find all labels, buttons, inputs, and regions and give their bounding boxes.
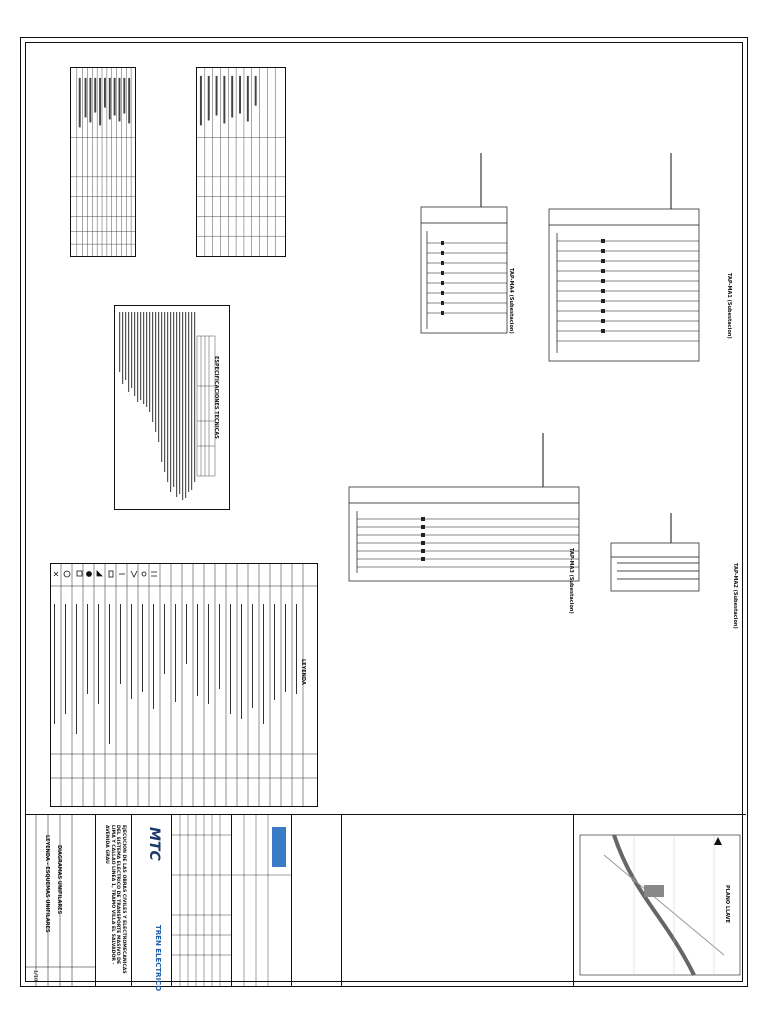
technical-specifications: ESPECIFICACIONES TECNICAS bbox=[114, 305, 230, 510]
title-block: DIAGRAMAS UNIFILARES LEYENDA - ESQUEMAS … bbox=[26, 814, 746, 991]
tb-blank bbox=[342, 815, 574, 986]
legend-title: LEYENDA bbox=[300, 659, 306, 685]
legend-table: LEYENDA bbox=[50, 563, 318, 807]
panel-label-tab1: TAP-MA1 (Subestacion) bbox=[726, 273, 732, 339]
tb-sheet-grid bbox=[26, 815, 96, 986]
panel-tab2-diagram bbox=[610, 513, 700, 592]
tb-revisions bbox=[172, 815, 232, 986]
tb-project-title: EJECUCION DE LAS OBRAS CIVILES Y ELECTRO… bbox=[96, 815, 132, 986]
tb-revision-grid bbox=[172, 815, 232, 986]
tb-notes bbox=[292, 815, 342, 986]
key-plan: PLANO LLAVE bbox=[574, 815, 746, 986]
tren-electrico-logo: TREN ELECTRICO bbox=[154, 925, 162, 992]
single-line-diagrams bbox=[348, 153, 700, 592]
specs-text-block bbox=[119, 312, 216, 500]
tb-company-grid bbox=[232, 815, 292, 986]
north-arrow-icon bbox=[714, 837, 722, 845]
panel-label-tab2: TAP-MA2 (Subestacion) bbox=[732, 563, 738, 629]
load-table-1 bbox=[70, 67, 136, 257]
key-plan-map bbox=[579, 834, 741, 976]
tb-logos: MTC TREN ELECTRICO bbox=[132, 815, 172, 991]
drawing-sheet: ESPECIFICACIONES TECNICAS bbox=[20, 37, 748, 991]
sheet-inner-border: ESPECIFICACIONES TECNICAS bbox=[25, 42, 746, 991]
tb-sheet-info: DIAGRAMAS UNIFILARES LEYENDA - ESQUEMAS … bbox=[26, 815, 96, 986]
panel-label-tab3: TAP-MA3 (Subestacion) bbox=[568, 548, 574, 614]
key-plan-title: PLANO LLAVE bbox=[724, 885, 730, 924]
tb-company bbox=[232, 815, 292, 986]
tb-sheet-number: 1/10 bbox=[32, 970, 38, 982]
panel-label-tab4: TAP-MA4 (Subestacion) bbox=[508, 268, 514, 334]
tb-project-text: EJECUCION DE LAS OBRAS CIVILES Y ELECTRO… bbox=[104, 825, 127, 974]
legend-grid bbox=[51, 564, 317, 806]
load-table-2-grid bbox=[197, 68, 285, 256]
panel-tab1-diagram bbox=[548, 153, 700, 362]
panel-tab4-diagram bbox=[420, 153, 508, 334]
tb-subtitle-1: DIAGRAMAS UNIFILARES bbox=[56, 845, 62, 915]
load-table-2 bbox=[196, 67, 286, 257]
tb-subtitle-2: LEYENDA - ESQUEMAS UNIFILARES bbox=[44, 835, 50, 933]
mtc-logo: MTC bbox=[146, 827, 162, 861]
load-table-1-grid bbox=[71, 68, 135, 256]
panel-tab3-diagram bbox=[348, 433, 580, 582]
